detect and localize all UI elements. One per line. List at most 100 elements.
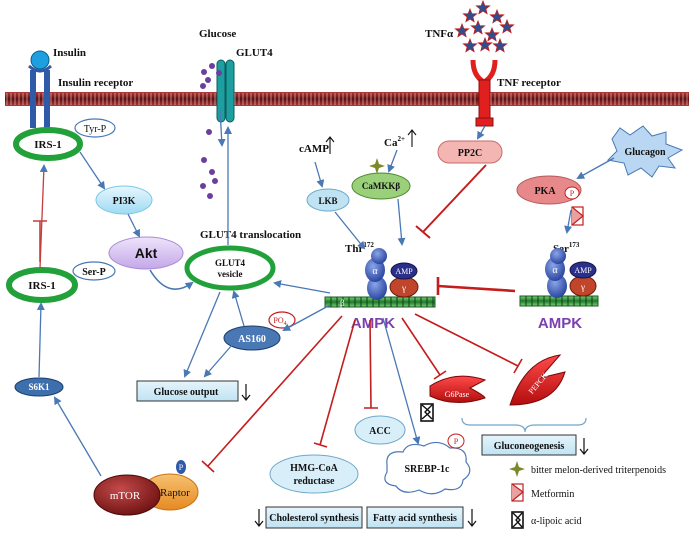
arrow-as160-output (203, 344, 233, 378)
irs1-top-label: IRS-1 (34, 139, 62, 151)
as160-label: AS160 (238, 334, 266, 345)
lipoic-acid-icon (511, 511, 524, 529)
beta-label: β (340, 298, 345, 308)
glucose-dot-icon (206, 129, 212, 135)
insulin-receptor-label: Insulin receptor (58, 77, 133, 89)
akt-label: Akt (135, 245, 158, 261)
tnfa-star-icon (492, 37, 508, 53)
amp-right-label: AMP (574, 266, 592, 275)
tnfa-star-icon (470, 19, 486, 35)
legend: bitter melon-derived triterpenoids Metfo… (509, 461, 666, 529)
amp-label: AMP (395, 267, 413, 276)
inhibition-lines (33, 164, 523, 473)
glucose-dot-icon (200, 183, 206, 189)
ser-p-badge (72, 261, 116, 281)
tyr-p-badge (74, 118, 116, 138)
glucose-dot-icon (209, 63, 215, 69)
lkb-node (306, 188, 350, 212)
pi3k-node: PI3K (95, 185, 153, 215)
arrow-s6k1-irs1 (36, 302, 45, 378)
arrow-as160-vesicle (231, 290, 245, 327)
pepck-node: PEPCK (509, 354, 566, 406)
amp-node (390, 262, 418, 280)
glucose-dot-icon (207, 193, 213, 199)
arrow-tnfr-pp2c (476, 125, 486, 140)
glucagon-label: Glucagon (624, 147, 666, 158)
legend-label-lipoic-acid: α-lipoic acid (531, 516, 582, 527)
inhibit-s6k1-irs1 (33, 220, 47, 262)
irs1-top: IRS-1 Tyr-P (13, 118, 116, 161)
tnfa-star-icon (484, 26, 500, 42)
irs1-lower-label: IRS-1 (28, 280, 56, 292)
inhibit-right-ampk-main (436, 277, 516, 295)
tyr-p-label: Tyr-P (84, 124, 107, 135)
arrow-ampk-vesicle (273, 280, 331, 294)
mtor-node (93, 474, 161, 516)
arrow-glut4-down (217, 109, 226, 147)
arrow-ampk-as160 (282, 304, 331, 331)
bitter-melon-star-icon (369, 158, 385, 174)
pp2c-node: PP2C (437, 140, 503, 164)
insulin-icon (30, 50, 50, 70)
arrow-mtor-s6k1 (53, 396, 102, 477)
glut4-translocation-label: GLUT4 translocation (200, 229, 301, 241)
glucose-dot-icon (209, 169, 215, 175)
camkkb-label: CaMKKβ (362, 181, 400, 191)
legend-item-metformin: Metformin (511, 483, 574, 502)
raptor-phospho-icon (176, 460, 186, 474)
mtor-label: mTOR (110, 490, 141, 502)
gamma-label: γ (401, 283, 406, 293)
ser-p-label: Ser-P (82, 267, 106, 278)
glucose-dot-icon (200, 83, 206, 89)
arrow-pka-right-ampk (564, 209, 573, 234)
srebp-label: SREBP-1c (405, 464, 451, 475)
arrow-camp-lkb (314, 161, 325, 188)
ampk-right: Ser173 α γ AMP AMPK (519, 241, 599, 332)
tnfa-star-icon (454, 22, 470, 38)
metformin-icon (511, 483, 524, 502)
tnfa-molecules (454, 0, 515, 53)
inhibit-ampk-acc (364, 319, 378, 409)
arrow-vesicle-output (183, 291, 221, 378)
glut4-label: GLUT4 (236, 47, 273, 59)
hmg-line1: HMG-CoA (290, 463, 339, 474)
glucose-dot-icon (201, 157, 207, 163)
ca-increase-icon (407, 129, 417, 147)
glucose-dot-icon (216, 70, 222, 76)
arrow-ca-camkk (387, 149, 398, 173)
arrow-ampk-srebp (382, 317, 421, 445)
upstream-kinases: cAMP Ca2+ CaMKKβ LKB (299, 129, 417, 212)
ampk-main-label: AMPK (351, 315, 395, 332)
arrow-camkk-ampk (397, 198, 406, 246)
star-icon (509, 461, 525, 477)
decrease-arrow-icon (254, 509, 264, 527)
tnfa-star-icon (462, 7, 478, 23)
glucose-dot-icon (205, 77, 211, 83)
alpha-subunit (367, 276, 387, 300)
inhibit-ampk-raptor (201, 315, 343, 473)
pka-node (516, 175, 582, 205)
mtor-raptor-complex: mTOR Raptor P (93, 460, 199, 516)
glucose-molecules (200, 63, 222, 199)
legend-label-bitter-melon: bitter melon-derived triterpenoids (531, 465, 666, 476)
tnfa-star-icon (499, 18, 515, 34)
ca-label: Ca2+ (384, 135, 405, 149)
lipoic-acid-icon (420, 403, 434, 422)
legend-label-metformin: Metformin (531, 489, 574, 500)
gamma-right-label: γ (580, 282, 585, 292)
cell-membrane (5, 92, 689, 106)
decrease-arrow-icon (241, 384, 251, 401)
s6k1-node: S6K1 (14, 377, 64, 397)
camp-increase-icon (325, 136, 335, 154)
gluconeogenesis-label: Gluconeogenesis (494, 441, 565, 452)
alpha-label: α (372, 266, 378, 277)
cholesterol-synthesis-box: Cholesterol synthesis (254, 506, 363, 529)
fatty-acid-synthesis-label: Fatty acid synthesis (373, 513, 457, 524)
glucagon-node (606, 125, 684, 178)
glucose-label: Glucose (199, 28, 236, 40)
insulin-label: Insulin (53, 47, 86, 59)
glut4-transporter: Glucose GLUT4 (199, 28, 273, 199)
fatty-acid-synthesis-box: Fatty acid synthesis (366, 506, 477, 529)
srebp-p-label: P (454, 437, 459, 446)
